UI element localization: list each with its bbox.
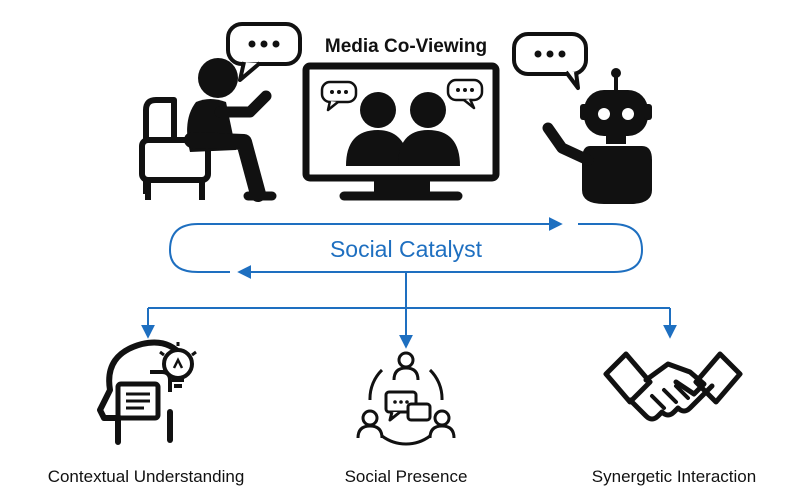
outcome-label-contextual: Contextual Understanding [48, 467, 245, 486]
diagram-title: Media Co-Viewing [325, 36, 487, 57]
loop-upper-arc [169, 217, 563, 251]
handshake-icon [603, 351, 743, 422]
speech-bubble-icon [226, 22, 302, 82]
loop-left-arc [169, 249, 230, 273]
branch-connectors [141, 272, 677, 349]
loop-right-arc [560, 223, 644, 273]
person-in-armchair-icon [139, 22, 302, 202]
social-catalyst-label: Social Catalyst [330, 236, 483, 262]
head-with-lightbulb-icon [97, 339, 197, 445]
tv-with-two-viewers-icon [302, 62, 500, 201]
outcome-label-synergy: Synergetic Interaction [592, 467, 756, 486]
social-catalyst-loop: Social Catalyst [169, 217, 644, 279]
speech-bubble-icon [512, 32, 588, 90]
robot-waving-icon [512, 32, 652, 204]
outcome-label-presence: Social Presence [345, 467, 468, 486]
people-circle-chat-icon [356, 351, 456, 446]
